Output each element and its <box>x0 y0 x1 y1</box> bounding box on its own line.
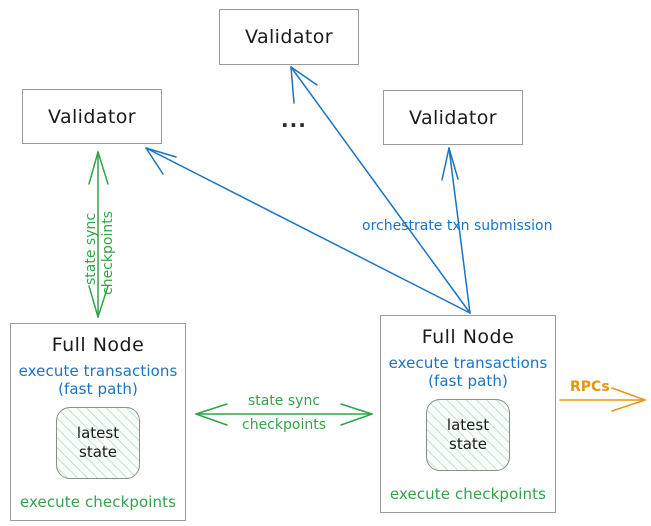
full-node-box-right[interactable]: Full Node execute transactions (fast pat… <box>380 315 556 513</box>
latest-state-box-left: latest state <box>56 406 140 479</box>
validator-label-right: Validator <box>409 106 497 129</box>
full-node-box-left[interactable]: Full Node execute transactions (fast pat… <box>10 323 186 521</box>
edge-label-state-sync-horizontal-line1: state sync <box>247 393 321 409</box>
full-node-subtitle-left-line1: execute transactions <box>18 362 178 380</box>
edge-label-state-sync-horizontal-line2: checkpoints <box>242 417 326 433</box>
full-node-footer-left: execute checkpoints <box>19 492 177 511</box>
arrowhead-left-validator-a <box>145 147 177 158</box>
arrowhead-vert-down-a <box>88 285 99 318</box>
arrowhead-right-validator-a <box>441 147 450 181</box>
arrowhead-vert-up-b <box>97 151 109 185</box>
arrowhead-right-validator-b <box>448 147 459 180</box>
arrowhead-horz-left-a <box>195 403 228 415</box>
arrowhead-rpcs-b <box>611 399 646 412</box>
full-node-footer-right: execute checkpoints <box>389 484 547 503</box>
full-node-subtitle-right-line1: execute transactions <box>388 354 548 372</box>
arrowhead-rpcs-a <box>611 387 646 401</box>
arrowhead-horz-right-b <box>340 413 373 426</box>
latest-state-right-line2: state <box>449 434 487 453</box>
full-node-subtitle-left-line2: (fast path) <box>58 380 138 399</box>
validator-label-top: Validator <box>245 26 333 48</box>
latest-state-box-right: latest state <box>426 398 510 471</box>
arrowhead-horz-left-b <box>195 413 228 426</box>
full-node-subtitle-right-line2: (fast path) <box>428 372 508 391</box>
validators-ellipsis: ... <box>281 108 307 132</box>
edge-label-state-sync-vertical-line2: checkpoints <box>100 211 116 295</box>
arrowhead-top-validator-a <box>290 66 295 104</box>
full-node-subtitle-right: execute transactions (fast path) <box>389 354 548 391</box>
arrowhead-top-validator-b <box>290 66 318 86</box>
full-node-title-right: Full Node <box>421 326 515 348</box>
edge-label-rpcs: RPCs <box>570 379 610 395</box>
latest-state-left-line2: state <box>79 442 117 461</box>
edge-label-orchestrate-txn-submission: orchestrate txn submission <box>362 218 553 234</box>
validator-label-left: Validator <box>48 105 136 128</box>
latest-state-right-line1: latest <box>446 415 490 434</box>
arrowhead-left-validator-b <box>145 147 164 175</box>
full-node-subtitle-left: execute transactions (fast path) <box>19 362 178 399</box>
validator-box-left[interactable]: Validator <box>22 89 162 144</box>
validator-box-top[interactable]: Validator <box>219 9 359 65</box>
arrowhead-horz-right-a <box>340 403 373 415</box>
full-node-title-left: Full Node <box>51 334 145 356</box>
latest-state-left-line1: latest <box>76 423 120 442</box>
validator-box-right[interactable]: Validator <box>383 90 523 145</box>
arrowhead-vert-up-a <box>88 151 99 185</box>
edge-label-state-sync-vertical-line1: state sync <box>83 212 99 285</box>
